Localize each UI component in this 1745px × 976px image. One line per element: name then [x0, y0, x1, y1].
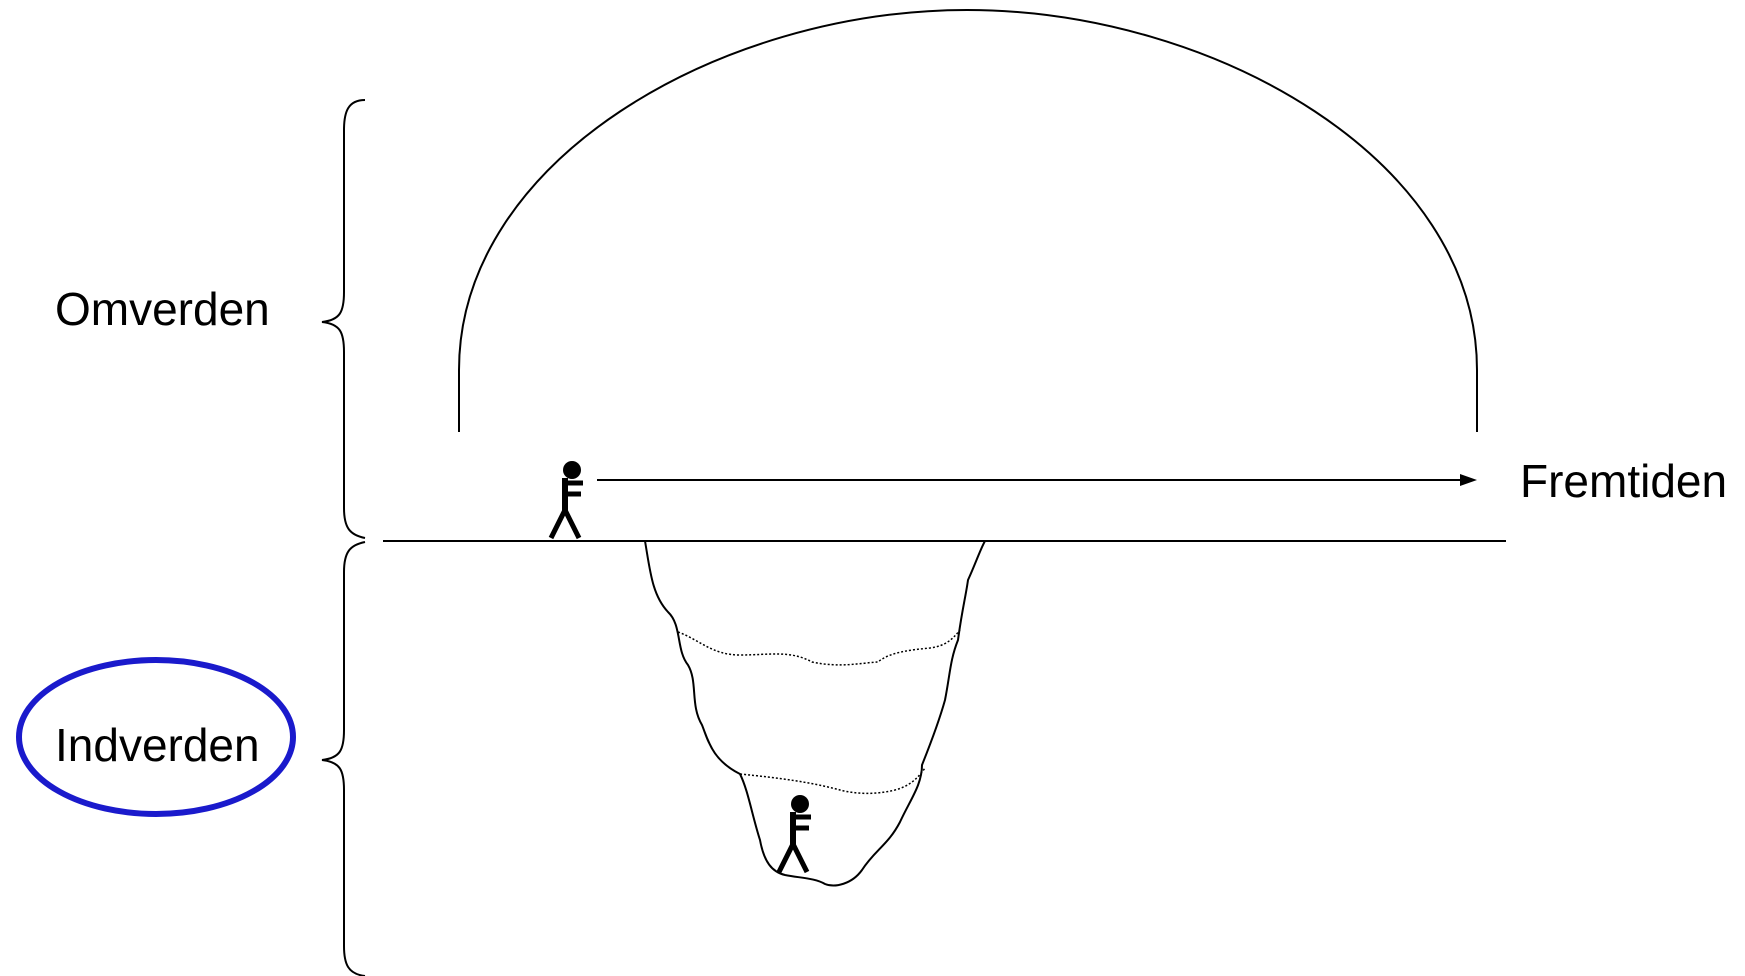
brace-outer-world	[322, 100, 365, 538]
future-label: Fremtiden	[1520, 458, 1727, 504]
brace-inner-world	[322, 542, 365, 976]
future-arrow-head	[1460, 474, 1477, 486]
pit-layer-lower	[740, 768, 925, 793]
outer-world-dome	[459, 10, 1477, 432]
pit-layer-upper	[678, 630, 960, 665]
inner-world-label: Indverden	[55, 722, 260, 768]
inner-world-pit	[645, 541, 985, 885]
surface-walker-figure	[551, 461, 583, 538]
pit-walker-figure	[779, 795, 811, 872]
outer-world-label: Omverden	[55, 286, 270, 332]
